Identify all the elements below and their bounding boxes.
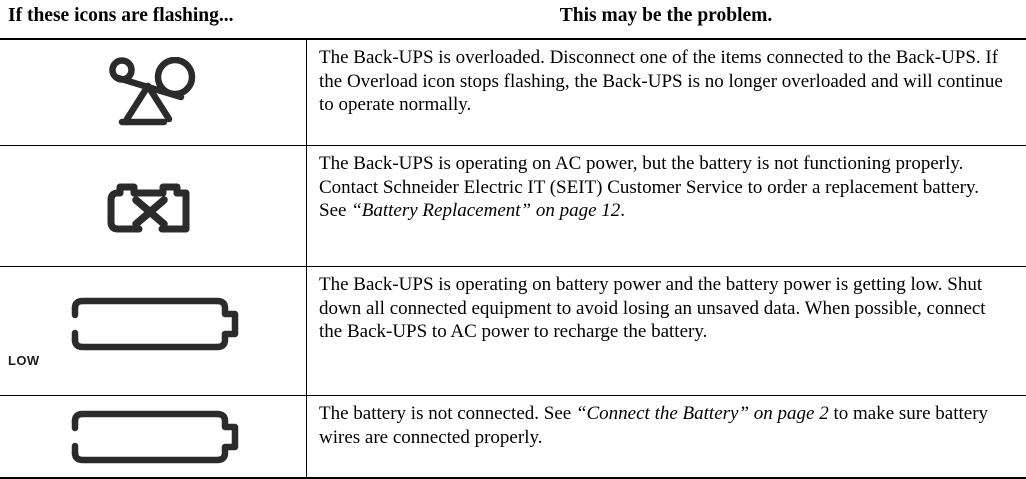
battery-fault-icon-wrap [0,169,306,243]
column-header-icons: If these icons are flashing... [0,0,306,28]
problem-text: The battery is not connected. See “Conne… [319,403,988,448]
problem-text: The Back-UPS is overloaded. Disconnect o… [319,47,1003,115]
problem-text: The Back-UPS is operating on battery pow… [319,274,986,342]
battery-low-icon-wrap: LOW [0,295,306,368]
battery-low-label: LOW [8,354,40,368]
icon-cell [0,39,307,146]
battery-fault-icon [106,169,200,243]
problem-text: The Back-UPS is operating on AC power, b… [319,153,979,221]
table-body: The Back-UPS is overloaded. Disconnect o… [0,39,1026,478]
problem-text-cell: The battery is not connected. See “Conne… [307,396,1026,479]
battery-disconnected-icon-wrap [0,408,306,466]
text-segment: The Back-UPS is overloaded. Disconnect o… [319,47,1003,115]
battery-low-icon [65,295,241,353]
overload-icon-wrap [0,57,306,129]
problem-text-cell: The Back-UPS is operating on battery pow… [307,267,1026,396]
table-row: The Back-UPS is operating on AC power, b… [0,146,1026,267]
icon-cell: LOW [0,267,307,396]
icon-cell [0,396,307,479]
text-segment-italic: “Connect the Battery” on page 2 [576,403,829,424]
text-segment-italic: “Battery Replacement” on page 12 [351,200,620,221]
text-segment: The Back-UPS is operating on battery pow… [319,274,986,342]
battery-disconnected-icon [65,408,241,466]
table-row: The battery is not connected. See “Conne… [0,396,1026,479]
table-row: The Back-UPS is overloaded. Disconnect o… [0,39,1026,146]
problem-text-cell: The Back-UPS is operating on AC power, b… [307,146,1026,267]
overload-icon [105,57,201,129]
text-segment: The battery is not connected. See [319,403,576,424]
problem-text-cell: The Back-UPS is overloaded. Disconnect o… [307,39,1026,146]
icon-cell [0,146,307,267]
column-header-problem: This may be the problem. [306,0,1026,28]
table-row: LOW The Back-UPS is operating on battery… [0,267,1026,396]
troubleshooting-table: The Back-UPS is overloaded. Disconnect o… [0,38,1026,479]
text-segment: . [620,200,625,221]
table-header: If these icons are flashing... This may … [0,0,1026,38]
troubleshooting-table-page: If these icons are flashing... This may … [0,0,1026,426]
